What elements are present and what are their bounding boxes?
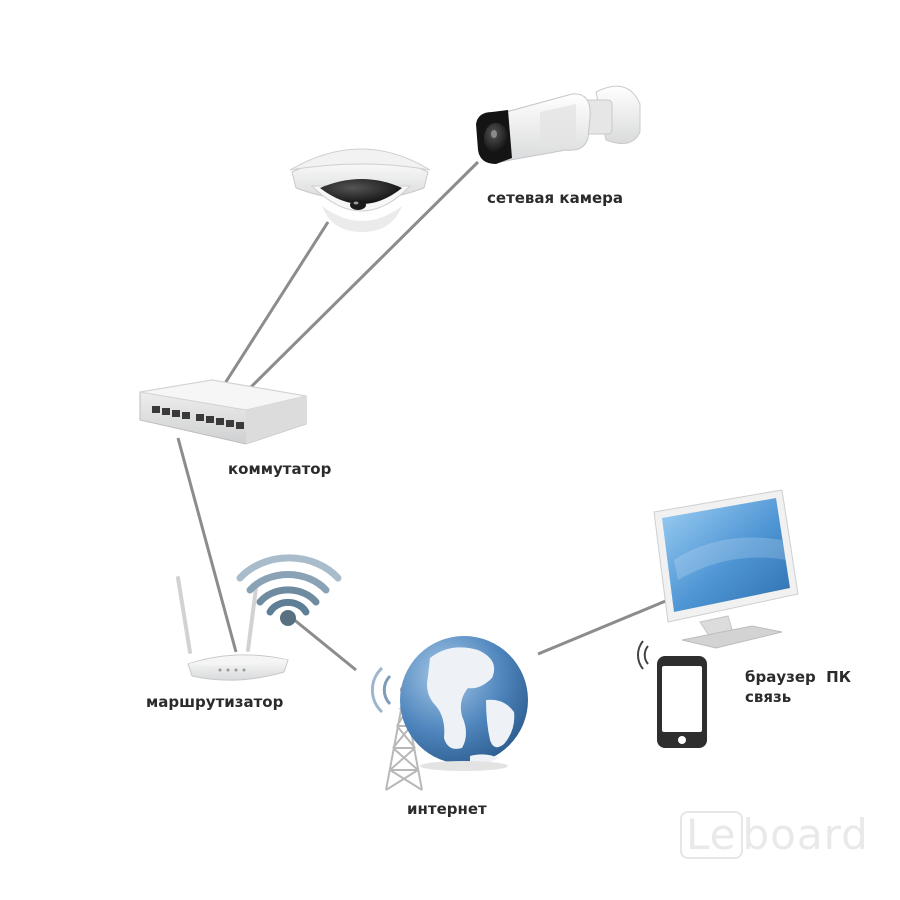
bullet-camera-icon (476, 85, 641, 164)
wifi-signal-icon (236, 554, 342, 626)
line-globe-pc (537, 598, 669, 656)
watermark-prefix: Le (680, 811, 743, 859)
network-camera-label: сетевая камера (487, 189, 623, 207)
connection-lines (176, 160, 669, 672)
line-switch-router (176, 437, 238, 653)
dome-camera-icon (289, 148, 431, 232)
globe-icon (400, 636, 528, 771)
line-dome-switch (220, 221, 330, 389)
line-camera-switch (248, 160, 480, 390)
watermark-suffix: board (742, 810, 869, 859)
wifi-router-icon (176, 576, 289, 681)
pc-browser-label: браузер ПК связь (745, 667, 851, 707)
router-label: маршрутизатор (146, 693, 284, 711)
network-switch-icon (139, 379, 307, 445)
internet-label: интернет (407, 800, 487, 818)
smartphone-icon (636, 640, 707, 748)
monitor-icon (653, 489, 799, 649)
pc-browser-label-line2: связь (745, 688, 792, 706)
pc-browser-label-line1: браузер ПК (745, 668, 851, 686)
switch-label: коммутатор (228, 460, 332, 478)
line-wifi-globe (291, 616, 357, 672)
